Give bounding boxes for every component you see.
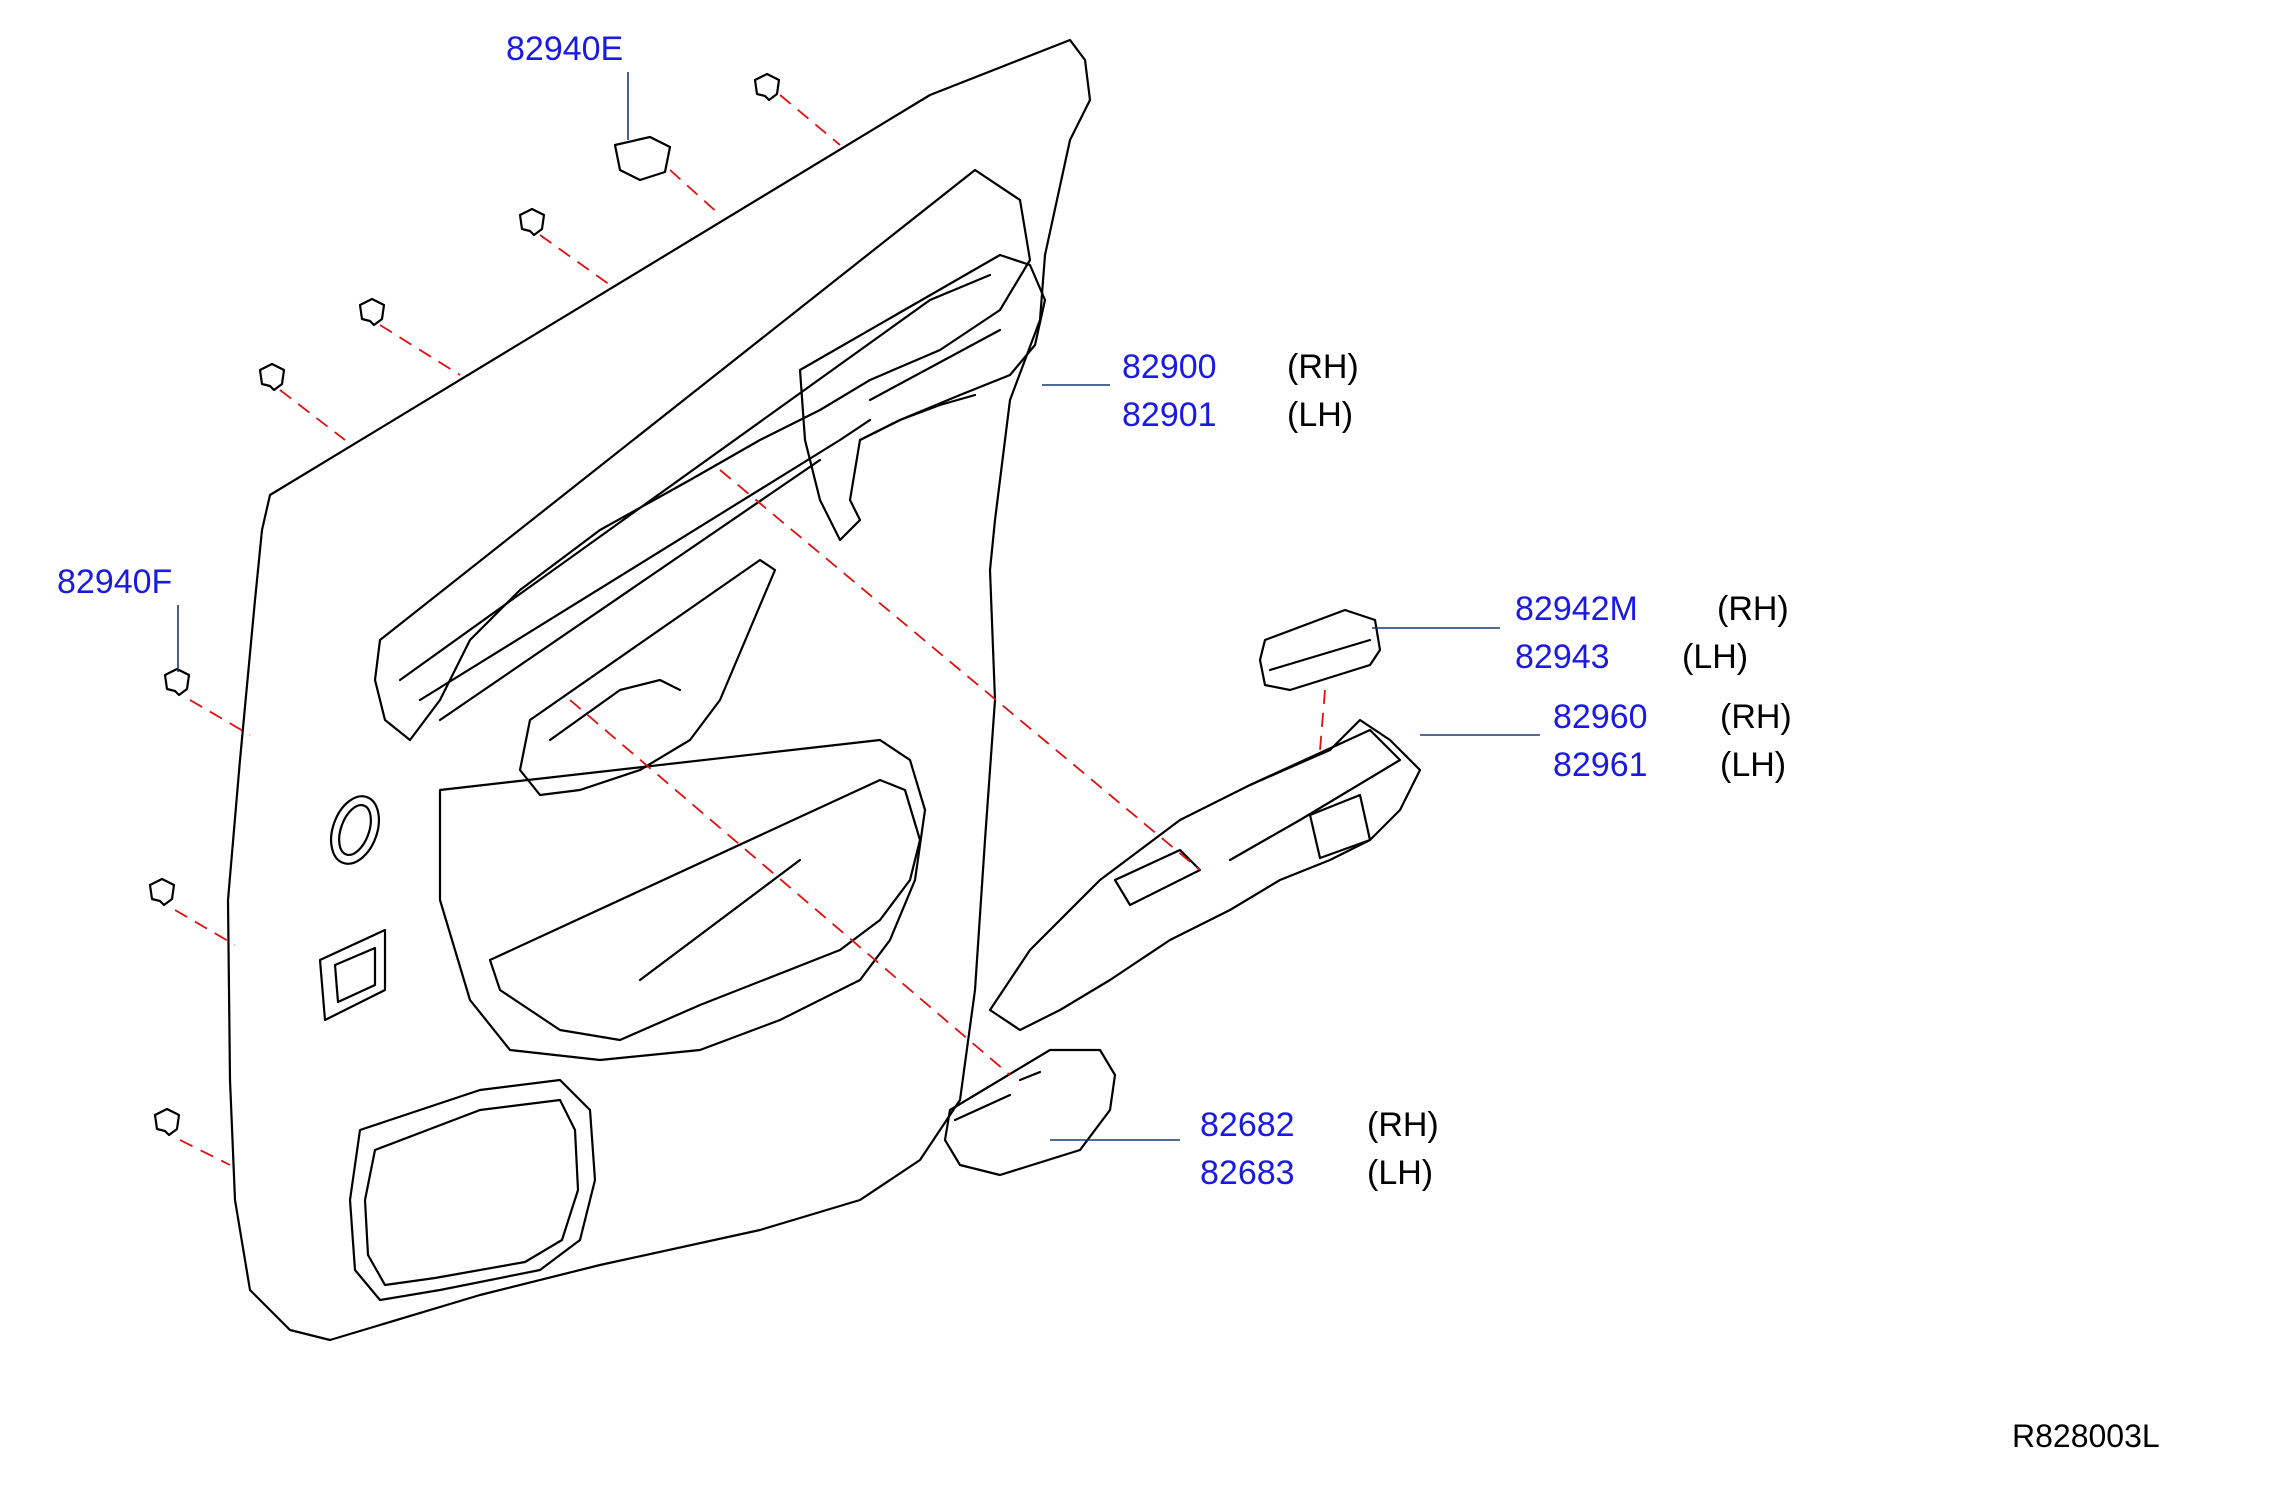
speaker-grille [348,1078,597,1302]
lock-switch-housing [318,928,387,1022]
callout-82940F: 82940F [57,563,173,601]
clip-fasteners [148,72,781,1137]
leader-lines [177,72,1540,1141]
side-82683: (LH) [1367,1154,1434,1192]
lower-pocket [438,738,927,1062]
side-82942M: (RH) [1717,590,1789,628]
side-82960: (RH) [1720,698,1792,736]
pull-handle-cutout [518,558,777,797]
callout-82940E: 82940E [506,30,624,68]
side-82961: (LH) [1720,746,1787,784]
assembly-dashed-lines [174,94,1326,1166]
side-82943: (LH) [1682,638,1749,676]
door-trim-panel [226,38,1092,1342]
side-82900: (RH) [1287,348,1359,386]
callout-82961: 82961 [1553,746,1648,784]
handle-cover [943,1048,1117,1177]
callout-82682: 82682 [1200,1106,1295,1144]
callout-82683: 82683 [1200,1154,1295,1192]
upper-recess [373,168,1032,742]
callout-82943: 82943 [1515,638,1610,676]
callout-82901: 82901 [1122,396,1217,434]
round-emblem [330,795,380,865]
side-82682: (RH) [1367,1106,1439,1144]
callout-82942M: 82942M [1515,590,1638,628]
retainer-clip [613,135,672,182]
callout-82960: 82960 [1553,698,1648,736]
diagram-reference: R828003L [2012,1418,2160,1454]
side-82901: (LH) [1287,396,1354,434]
switch-finisher [988,718,1422,1032]
callout-82900: 82900 [1122,348,1217,386]
bezel-switch [1258,608,1382,692]
